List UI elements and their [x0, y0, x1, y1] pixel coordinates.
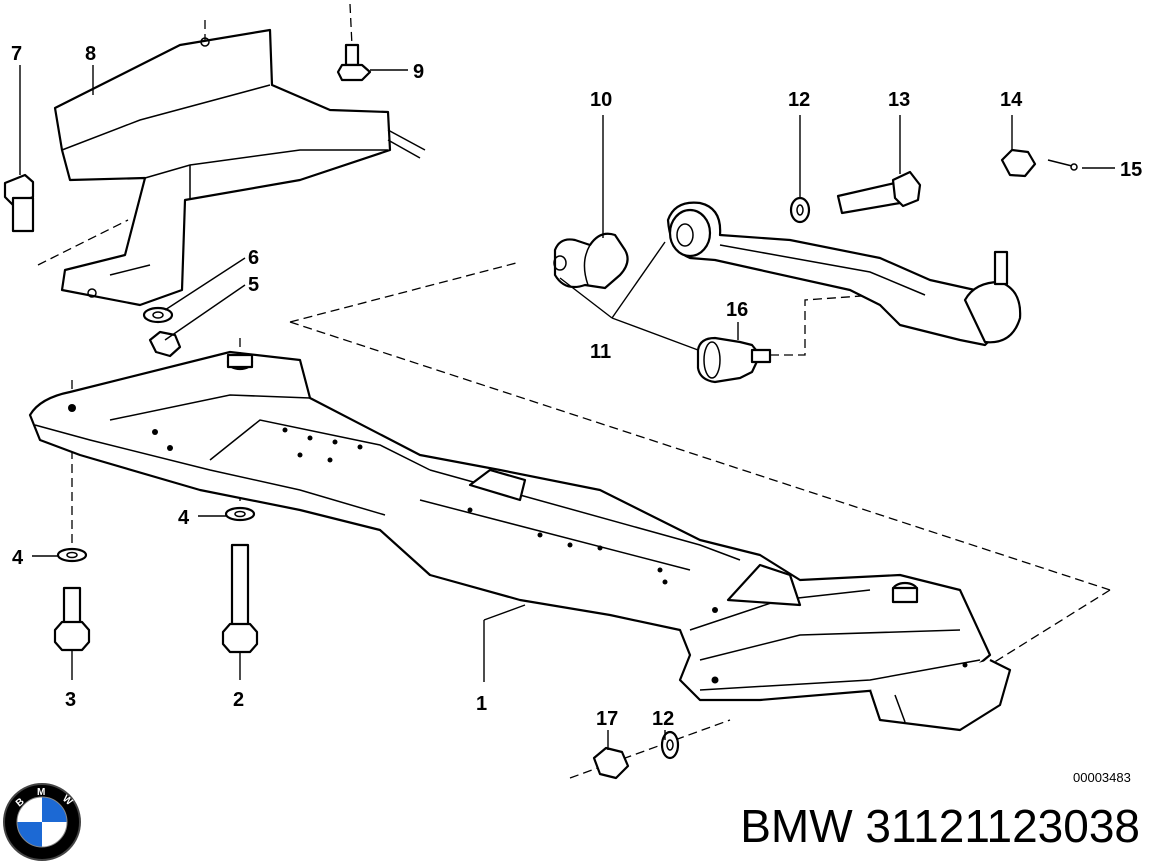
part-12-washer-top — [789, 196, 811, 224]
part-8-bracket — [53, 28, 426, 307]
callout-10: 10 — [590, 89, 612, 111]
callout-16: 16 — [726, 299, 748, 321]
part-5-nut — [148, 330, 182, 358]
callout-14: 14 — [1000, 89, 1023, 111]
part-2-bolt — [221, 543, 259, 654]
callout-13: 13 — [888, 89, 910, 111]
callout-8: 8 — [85, 43, 96, 65]
part-13-bolt — [836, 170, 922, 215]
reference-lines — [37, 3, 1111, 779]
callout-labels: 1 2 3 4 4 5 6 7 8 9 10 11 12 12 13 14 15… — [11, 43, 1142, 730]
bmw-logo: B M W — [3, 783, 81, 861]
part-14-nut — [1000, 148, 1037, 178]
callout-6: 6 — [248, 247, 259, 269]
callout-11: 11 — [590, 341, 611, 363]
part-4-washer-left — [56, 547, 88, 563]
part-15-cotter-pin — [1047, 159, 1078, 171]
callout-9: 9 — [413, 61, 424, 83]
part-1-axle-carrier — [28, 350, 1012, 732]
callout-1: 1 — [476, 693, 487, 715]
part-6-washer — [142, 306, 174, 324]
part-17-nut — [592, 746, 630, 780]
callout-15: 15 — [1120, 159, 1142, 181]
callout-3: 3 — [65, 689, 76, 711]
part-10-bushing — [553, 232, 629, 290]
drawing-number: 00003483 — [1073, 770, 1131, 785]
part-9-screw — [336, 43, 372, 82]
callout-7: 7 — [11, 43, 22, 65]
callout-2: 2 — [233, 689, 244, 711]
callout-5: 5 — [248, 274, 259, 296]
part-caption: BMW 31121123038 — [740, 800, 1140, 852]
part-12-washer-bottom — [660, 730, 680, 760]
part-16-bushing — [696, 336, 772, 384]
logo-letter-m: M — [37, 787, 45, 798]
part-3-bolt — [53, 586, 91, 652]
part-7-bolt — [3, 173, 35, 233]
part-4-washer-mid — [224, 506, 256, 522]
callout-12-bottom: 12 — [652, 708, 674, 730]
callout-17: 17 — [596, 708, 618, 730]
control-arm — [666, 201, 1022, 347]
callout-12-top: 12 — [788, 89, 810, 111]
callout-4-left: 4 — [12, 547, 24, 569]
callout-4-mid: 4 — [178, 507, 190, 529]
leader-lines — [19, 65, 1115, 750]
